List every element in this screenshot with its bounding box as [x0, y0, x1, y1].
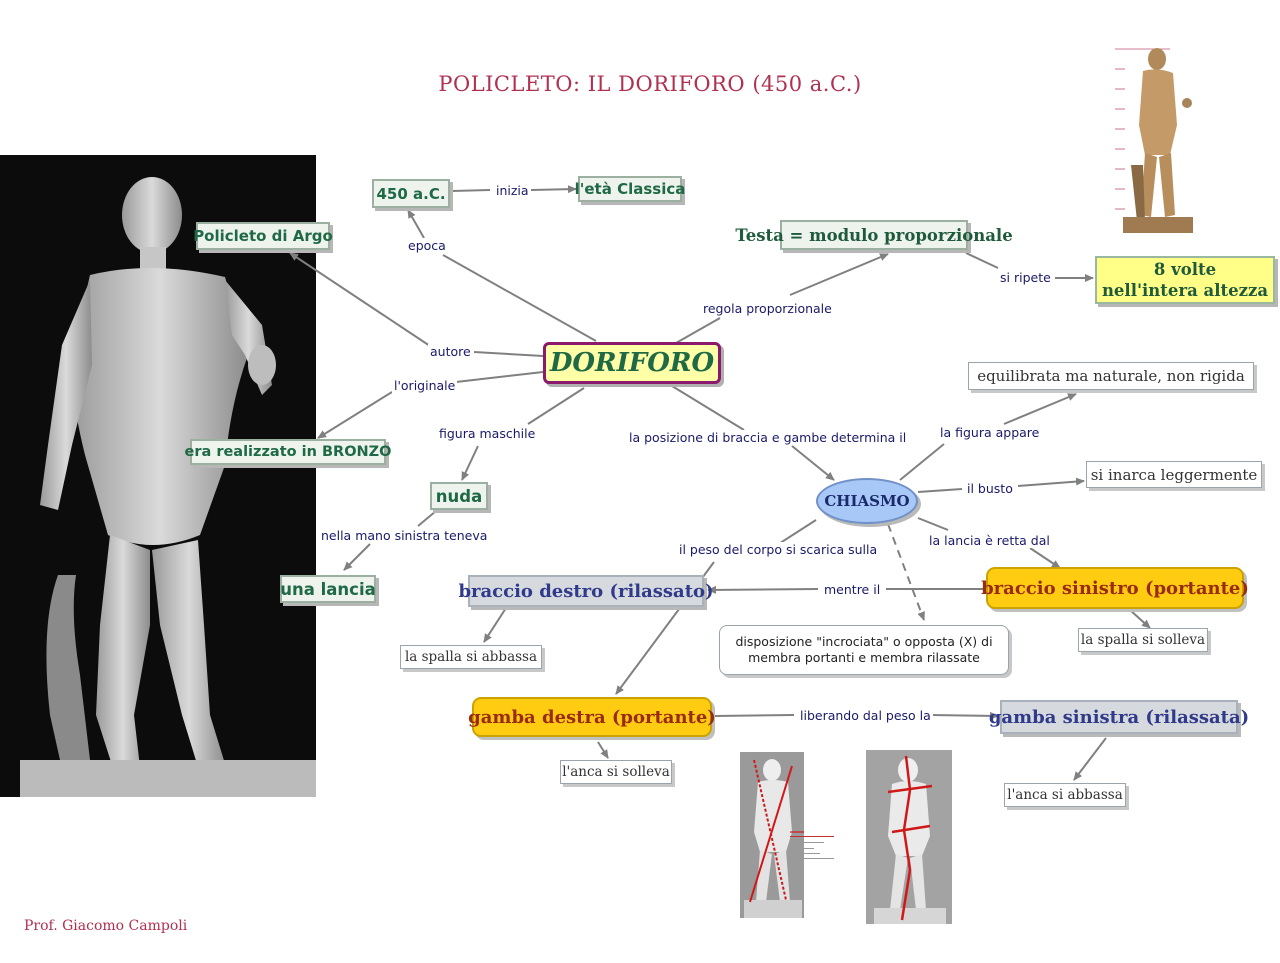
link-si-ripete: si ripete	[998, 270, 1053, 285]
node-policleto-argo[interactable]: Policleto di Argo	[193, 222, 333, 250]
node-gamba-sinistra[interactable]: gamba sinistra (rilassata)	[989, 700, 1249, 734]
node-bronzo[interactable]: era realizzato in BRONZO	[185, 439, 392, 465]
node-una-lancia[interactable]: una lancia	[280, 575, 376, 603]
link-epoca: epoca	[406, 238, 448, 253]
author-credit: Prof. Giacomo Campoli	[24, 918, 188, 934]
node-equilibrata[interactable]: equilibrata ma naturale, non rigida	[968, 362, 1254, 390]
link-mentre: mentre il	[822, 582, 883, 597]
node-chiasmo[interactable]: CHIASMO	[816, 478, 918, 524]
link-peso: il peso del corpo si scarica sulla	[677, 542, 880, 557]
link-figura-maschile: figura maschile	[437, 426, 538, 441]
node-otto-volte[interactable]: 8 volte nell'intera altezza	[1095, 256, 1275, 304]
link-il-busto: il busto	[965, 481, 1015, 496]
link-mano-sinistra: nella mano sinistra teneva	[319, 528, 490, 543]
link-liberando: liberando dal peso la	[798, 708, 933, 723]
disposizione-line2: membra portanti e membra rilassate	[748, 650, 980, 665]
doryphoros-statue-image	[0, 155, 316, 797]
proportion-statue-photo	[1115, 45, 1199, 237]
page-title: POLICLETO: IL DORIFORO (450 a.C.)	[438, 72, 862, 96]
node-spalla-abbassa[interactable]: la spalla si abbassa	[400, 645, 542, 669]
link-lancia-retta: la lancia è retta dal	[927, 533, 1052, 548]
link-regola-proporzionale: regola proporzionale	[701, 301, 834, 316]
node-disposizione[interactable]: disposizione "incrociata" o opposta (X) …	[719, 625, 1009, 675]
link-inizia: inizia	[494, 183, 531, 198]
link-autore: autore	[428, 344, 473, 359]
cross-lines-statue-photo	[866, 750, 952, 924]
link-originale: l'originale	[392, 378, 458, 393]
node-testa-modulo[interactable]: Testa = modulo proporzionale	[735, 220, 1013, 250]
node-450-ac[interactable]: 450 a.C.	[372, 179, 450, 208]
otto-volte-line1: 8 volte	[1153, 260, 1217, 279]
node-braccio-destro[interactable]: braccio destro (rilassato)	[458, 575, 714, 607]
otto-volte-line2: nell'intera altezza	[1101, 281, 1269, 300]
link-figura-appare: la figura appare	[938, 425, 1042, 440]
node-braccio-sinistro[interactable]: braccio sinistro (portante)	[981, 567, 1249, 609]
disposizione-line1: disposizione "incrociata" o opposta (X) …	[735, 634, 993, 649]
node-spalla-solleva[interactable]: la spalla si solleva	[1078, 628, 1208, 652]
node-anca-abbassa[interactable]: l'anca si abbassa	[1004, 783, 1126, 807]
node-anca-solleva[interactable]: l'anca si solleva	[560, 760, 672, 784]
link-posizione: la posizione di braccia e gambe determin…	[627, 430, 909, 445]
node-si-inarca[interactable]: si inarca leggermente	[1086, 461, 1262, 488]
node-nuda[interactable]: nuda	[430, 482, 488, 510]
node-gamba-destra[interactable]: gamba destra (portante)	[468, 697, 716, 737]
diagonal-x-statue-photo	[740, 752, 834, 918]
node-eta-classica[interactable]: l'età Classica	[575, 176, 685, 202]
node-doriforo[interactable]: DORIFORO	[543, 342, 721, 384]
